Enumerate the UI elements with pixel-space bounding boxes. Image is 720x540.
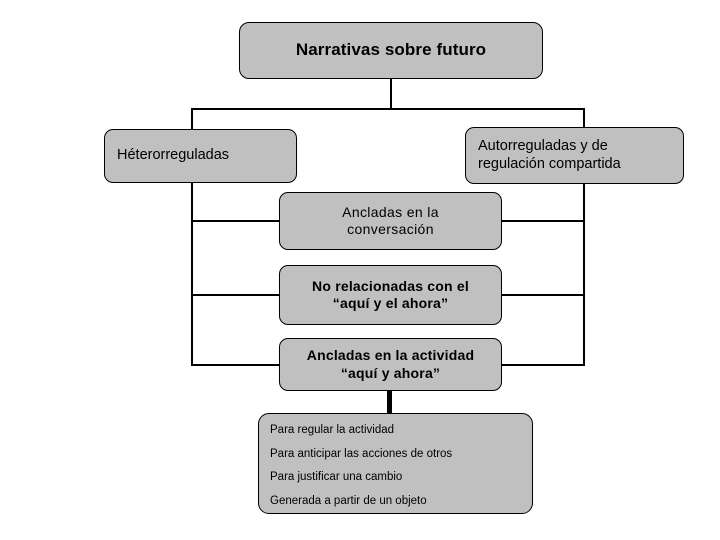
connector-right-to-actividad (501, 364, 585, 366)
connector-actividad-to-usos (387, 390, 392, 414)
connector-title-stem (390, 79, 392, 109)
node-narrativas-sobre-futuro[interactable]: Narrativas sobre futuro (239, 22, 543, 79)
connector-left-to-conversacion (191, 220, 280, 222)
connector-left-to-actividad (191, 364, 280, 366)
node-ancladas-en-la-conversacion[interactable]: Ancladas en la conversación (279, 192, 502, 250)
node-autorreguladas-label: Autorreguladas y de regulación compartid… (478, 137, 621, 172)
connector-right-branch-drop (583, 108, 585, 128)
list-item: Para anticipar las acciones de otros (270, 447, 453, 460)
list-item: Para justificar una cambio (270, 471, 403, 483)
connector-branch-bar (191, 108, 585, 110)
usos-list: Para regular la actividad Para anticipar… (259, 414, 532, 507)
node-title-label: Narrativas sobre futuro (295, 40, 487, 60)
connector-right-to-conversacion (501, 220, 585, 222)
node-ancladas-actividad-label: Ancladas en la actividad “aquí y ahora” (306, 347, 475, 381)
connector-right-to-aqui-ahora (501, 294, 585, 296)
node-usos-list[interactable]: Para regular la actividad Para anticipar… (258, 413, 533, 514)
connector-left-branch-drop (191, 108, 193, 130)
list-item: Para regular la actividad (270, 424, 395, 436)
connector-left-trunk (191, 183, 193, 365)
node-ancladas-en-la-actividad[interactable]: Ancladas en la actividad “aquí y ahora” (279, 338, 502, 391)
node-no-relacionadas-aqui-ahora[interactable]: No relacionadas con el “aquí y el ahora” (279, 265, 502, 325)
connector-right-trunk (583, 184, 585, 365)
node-autorreguladas[interactable]: Autorreguladas y de regulación compartid… (465, 127, 684, 184)
node-ancladas-conversacion-label: Ancladas en la conversación (342, 203, 439, 237)
node-no-relacionadas-label: No relacionadas con el “aquí y el ahora” (312, 277, 469, 311)
list-item: Generada a partir de un objeto (270, 494, 427, 507)
connector-left-to-aqui-ahora (191, 294, 280, 296)
node-heterorreguladas-label: Héterorreguladas (117, 147, 230, 164)
node-heterorreguladas[interactable]: Héterorreguladas (104, 129, 297, 183)
